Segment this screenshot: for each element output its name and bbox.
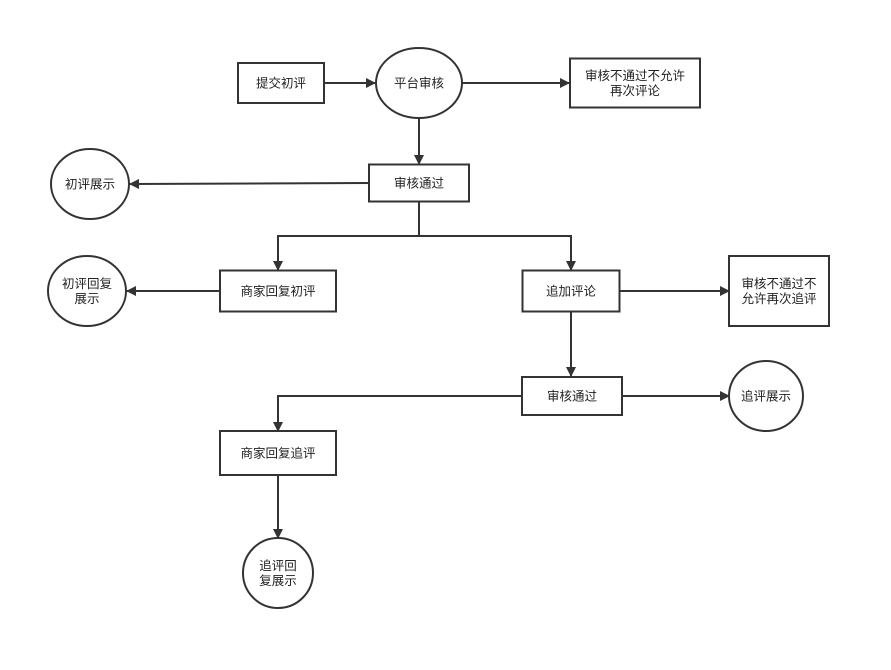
- node-initial-display: 初评展示: [50, 148, 130, 220]
- node-reject-followup-box: [728, 255, 830, 327]
- node-followup-display-label-line: 追评展示: [741, 389, 791, 404]
- node-approved-2-label-line: 审核通过: [547, 389, 598, 404]
- node-platform-review-label-line: 平台审核: [394, 76, 445, 91]
- node-followup-reply-display-ellipse: [242, 537, 314, 609]
- node-platform-review: 平台审核: [375, 47, 463, 119]
- node-merchant-reply-initial-label-line: 商家回复初评: [240, 284, 315, 299]
- node-submit-initial-label-line: 提交初评: [256, 76, 306, 91]
- node-submit-initial: 提交初评: [237, 62, 325, 104]
- node-add-comment: 追加评论: [521, 269, 621, 313]
- edges-layer: [126, 78, 730, 539]
- node-merchant-reply-initial-box: [219, 269, 337, 313]
- node-reject-followup-label-line: 允许再次追评: [741, 291, 816, 306]
- arrow-approved-2-to-merchant-reply-followup: [273, 395, 522, 432]
- node-approved-1-box: [368, 163, 470, 203]
- node-reject-initial-label-line: 再次评论: [610, 83, 661, 98]
- node-merchant-reply-followup-label-line: 商家回复追评: [240, 446, 315, 461]
- node-add-comment-label-line: 追加评论: [546, 284, 597, 299]
- node-initial-display-label-line: 初评展示: [65, 177, 115, 192]
- node-reject-initial-label-line: 审核不通过不允许: [585, 68, 685, 83]
- node-merchant-reply-initial: 商家回复初评: [219, 269, 337, 313]
- node-approved-2: 审核通过: [521, 376, 623, 416]
- node-add-comment-box: [521, 269, 621, 313]
- node-followup-display: 追评展示: [728, 360, 804, 432]
- arrow-approved-1-to-initial-display: [129, 178, 370, 189]
- node-approved-1: 审核通过: [368, 163, 470, 203]
- arrow-approved-1-to-merchant-reply-initial: [273, 202, 420, 271]
- node-followup-reply-display-label-line: 追评回: [259, 558, 297, 573]
- node-initial-reply-display-ellipse: [47, 255, 127, 327]
- node-followup-display-ellipse: [728, 360, 804, 432]
- node-initial-reply-display-label-line: 展示: [74, 291, 99, 306]
- node-merchant-reply-followup: 商家回复追评: [219, 430, 337, 476]
- node-reject-followup-label-line: 审核不通过不: [741, 276, 816, 291]
- arrow-approved-1-to-add-comment: [419, 235, 576, 271]
- node-approved-1-label-line: 审核通过: [394, 176, 445, 191]
- node-followup-reply-display-label-line: 复展示: [259, 573, 297, 588]
- node-reject-initial-box: [569, 57, 701, 109]
- node-initial-display-ellipse: [50, 148, 130, 220]
- node-initial-reply-display-label-line: 初评回复: [62, 276, 113, 291]
- node-submit-initial-box: [237, 62, 325, 104]
- node-approved-2-box: [521, 376, 623, 416]
- node-platform-review-ellipse: [375, 47, 463, 119]
- node-merchant-reply-followup-box: [219, 430, 337, 476]
